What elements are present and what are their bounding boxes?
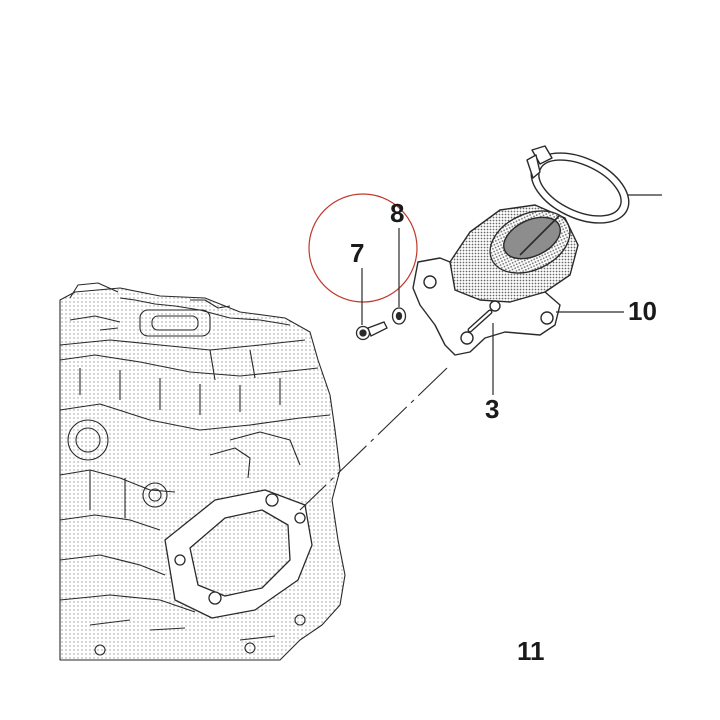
intake-housing [413,199,580,355]
washer-part-8 [393,308,406,324]
assembly-centerline [299,367,448,511]
callout-7: 7 [350,238,365,268]
hose-clamp [520,139,640,237]
callout-3: 3 [485,394,500,424]
callout-10: 10 [628,296,657,326]
mounting-gasket [165,490,312,618]
callout-8: 8 [390,198,405,228]
highlight-circle [308,193,418,303]
callout-11: 11 [517,636,545,666]
leader-lines [361,194,662,395]
bolt-part-7 [357,322,388,340]
